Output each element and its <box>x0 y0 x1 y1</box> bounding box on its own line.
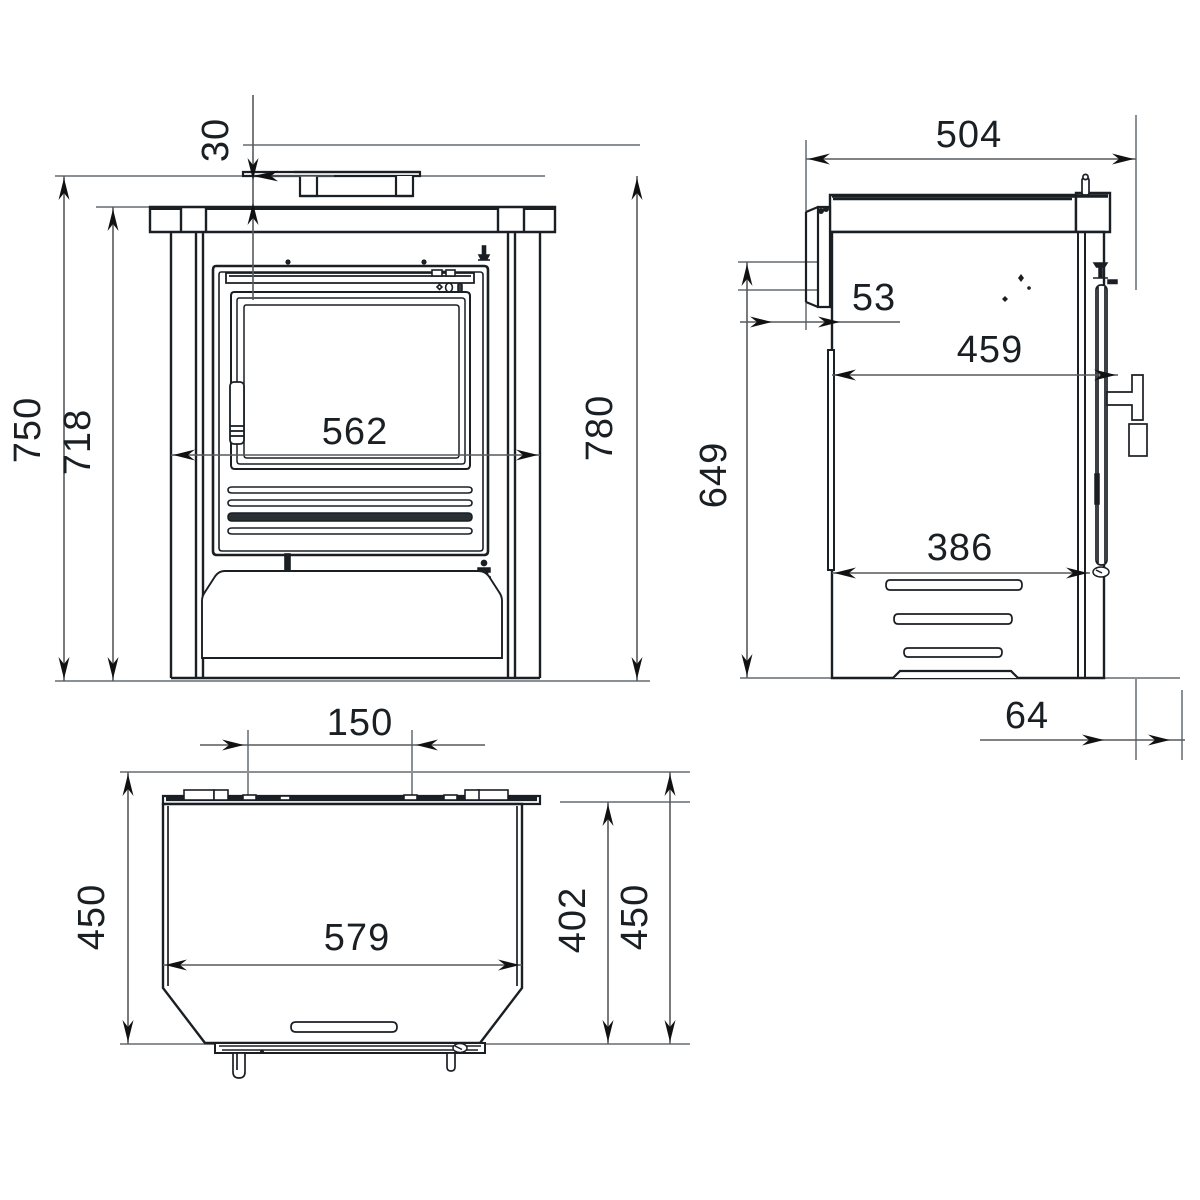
plan-view-dimensions <box>122 739 676 1044</box>
dim-label-386: 386 <box>927 527 993 569</box>
dim-label-579: 579 <box>324 917 390 959</box>
dim-label-750: 750 <box>7 397 49 463</box>
dim-label-504: 504 <box>936 114 1002 156</box>
front-view-dimensions <box>58 95 643 681</box>
dim-label-649: 649 <box>693 442 735 508</box>
dim-label-402: 402 <box>552 887 594 953</box>
dim-label-53: 53 <box>852 277 896 319</box>
dim-label-459: 459 <box>957 329 1023 371</box>
dim-label-450-right: 450 <box>614 884 656 950</box>
dim-label-64: 64 <box>1005 695 1049 737</box>
front-view-geometry <box>55 144 650 682</box>
dim-label-718: 718 <box>57 409 99 475</box>
dim-label-30: 30 <box>195 118 237 162</box>
side-view-geometry <box>738 115 1183 760</box>
dim-label-562: 562 <box>322 411 388 453</box>
plan-view-geometry <box>120 730 690 1079</box>
dim-label-780: 780 <box>579 395 621 461</box>
dim-label-150: 150 <box>327 702 393 744</box>
dim-label-450-left: 450 <box>71 884 113 950</box>
side-view-dimensions <box>740 153 1185 746</box>
